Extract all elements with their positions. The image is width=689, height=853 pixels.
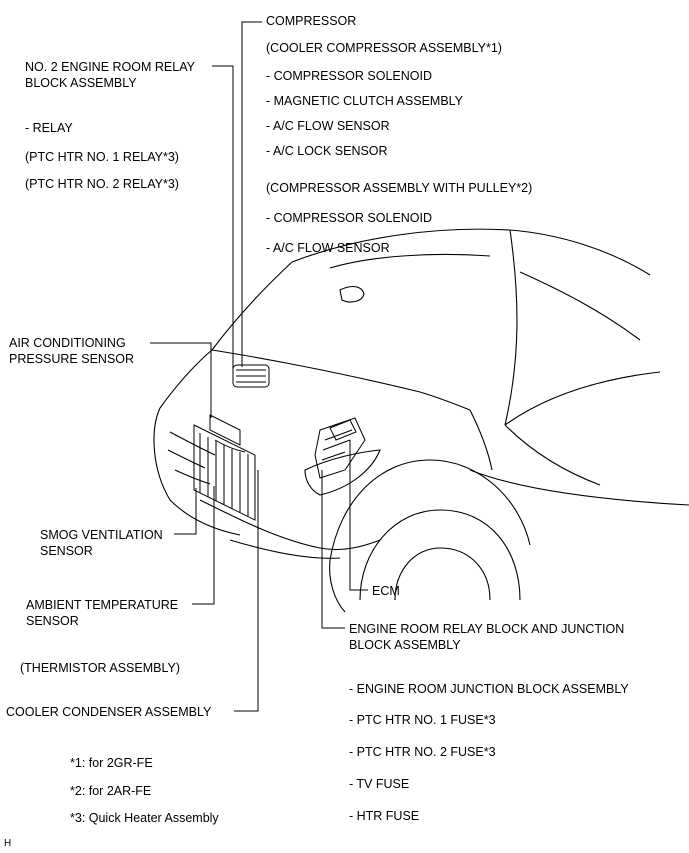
- pressure-sensor-line1: AIR CONDITIONING: [9, 336, 126, 350]
- smog-sensor-line2: SENSOR: [40, 544, 93, 558]
- smog-sensor-line1: SMOG VENTILATION: [40, 528, 163, 542]
- relay-block-title-line2: BLOCK ASSEMBLY: [25, 76, 137, 90]
- junction-block-item4: - TV FUSE: [349, 777, 410, 791]
- compressor-v1-item3: - A/C FLOW SENSOR: [266, 119, 390, 133]
- compressor-unit: [232, 364, 270, 388]
- junction-block-item5: - HTR FUSE: [349, 809, 420, 823]
- compressor-title: COMPRESSOR: [266, 14, 357, 28]
- compressor-v1-item4: - A/C LOCK SENSOR: [266, 144, 388, 158]
- compressor-variant1: (COOLER COMPRESSOR ASSEMBLY*1): [266, 41, 502, 55]
- ambient-sensor-line1: AMBIENT TEMPERATURE: [26, 598, 179, 612]
- footnote-2: *2: for 2AR-FE: [70, 784, 152, 798]
- junction-block-title-line2: BLOCK ASSEMBLY: [349, 638, 461, 652]
- condenser-label: COOLER CONDENSER ASSEMBLY: [6, 705, 212, 719]
- junction-block-item2: - PTC HTR NO. 1 FUSE*3: [349, 713, 496, 727]
- compressor-v2-item1: - COMPRESSOR SOLENOID: [266, 211, 432, 225]
- junction-block-item1: - ENGINE ROOM JUNCTION BLOCK ASSEMBLY: [349, 682, 629, 696]
- relay-block-title-line1: NO. 2 ENGINE ROOM RELAY: [25, 60, 195, 74]
- compressor-v2-item2: - A/C FLOW SENSOR: [266, 241, 390, 255]
- relay-block-item1: - RELAY: [25, 121, 73, 135]
- junction-block-unit: [314, 417, 366, 479]
- footnote-3: *3: Quick Heater Assembly: [70, 811, 219, 825]
- compressor-v1-item2: - MAGNETIC CLUTCH ASSEMBLY: [266, 94, 464, 108]
- junction-block-title-line1: ENGINE ROOM RELAY BLOCK AND JUNCTION: [349, 622, 625, 636]
- junction-block-item3: - PTC HTR NO. 2 FUSE*3: [349, 745, 496, 759]
- compressor-variant2: (COMPRESSOR ASSEMBLY WITH PULLEY*2): [266, 181, 533, 195]
- pressure-sensor-line2: PRESSURE SENSOR: [9, 352, 135, 366]
- leader-lines: [150, 21, 368, 712]
- relay-block-item3: (PTC HTR NO. 2 RELAY*3): [25, 177, 179, 191]
- relay-block-item2: (PTC HTR NO. 1 RELAY*3): [25, 150, 179, 164]
- ambient-sensor-sub: (THERMISTOR ASSEMBLY): [20, 661, 180, 675]
- compressor-v1-item1: - COMPRESSOR SOLENOID: [266, 69, 432, 83]
- ambient-sensor-line2: SENSOR: [26, 614, 79, 628]
- footnote-1: *1: for 2GR-FE: [70, 756, 153, 770]
- car-outline: [153, 228, 689, 613]
- condenser-unit: [193, 414, 256, 521]
- corner-mark: H: [4, 838, 12, 849]
- ecm-label: ECM: [372, 584, 400, 598]
